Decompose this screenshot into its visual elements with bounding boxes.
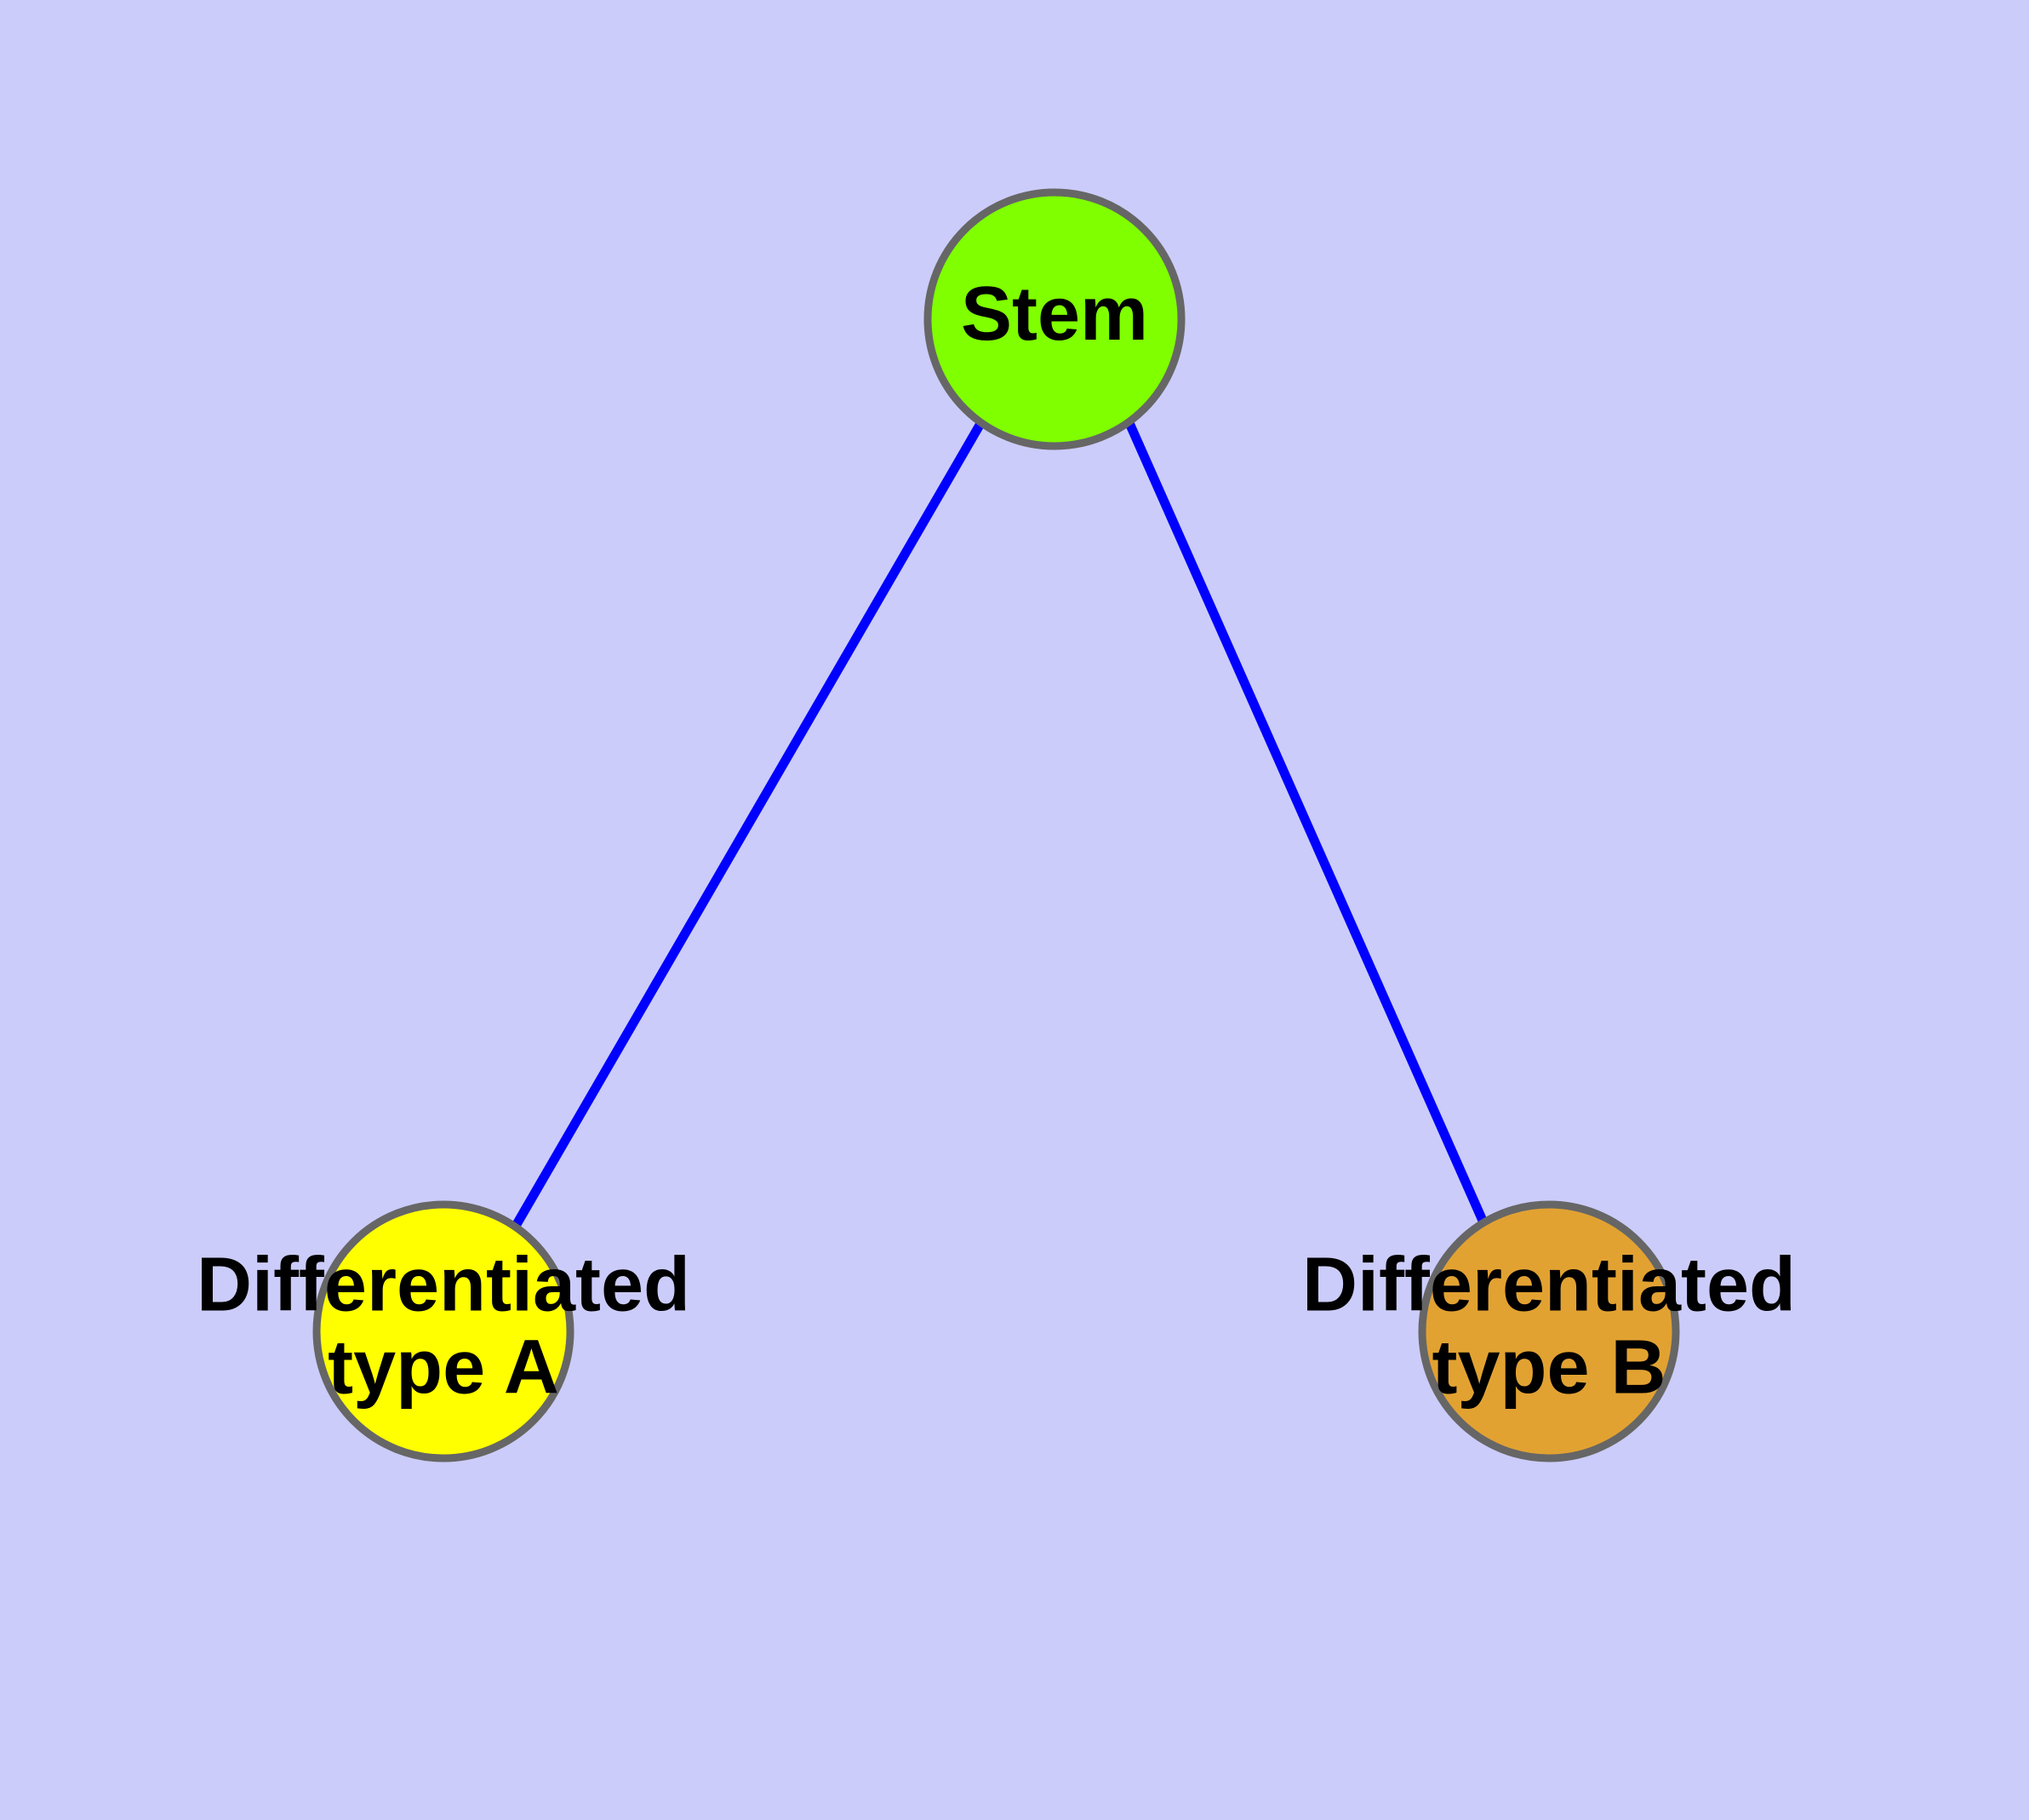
edge-stem-to-differentiated-type-a[interactable] <box>512 420 986 1228</box>
node-differentiated-type-b[interactable] <box>1418 1200 1680 1462</box>
node-label-stem: Stem <box>961 272 1148 357</box>
node-label-line: type A <box>328 1325 559 1410</box>
edge-stem-to-differentiated-type-b[interactable] <box>1124 421 1489 1225</box>
node-label-line: Stem <box>961 272 1148 357</box>
node-label-line: Differentiated <box>197 1242 690 1327</box>
node-label-line: Differentiated <box>1302 1242 1796 1327</box>
nodes-group <box>312 188 1680 1462</box>
node-differentiated-type-a[interactable] <box>312 1200 574 1462</box>
node-stem[interactable] <box>923 188 1186 450</box>
edges-group <box>512 420 1489 1228</box>
node-label-line: type B <box>1432 1325 1666 1410</box>
